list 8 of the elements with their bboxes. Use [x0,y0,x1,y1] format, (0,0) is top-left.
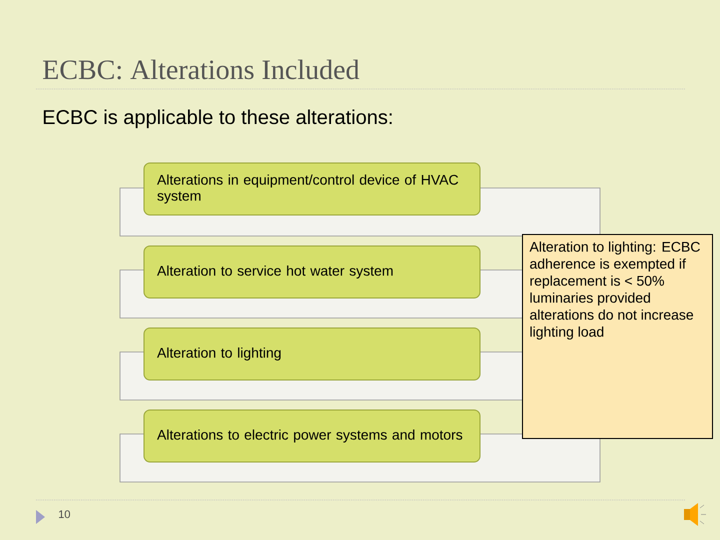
slide-title: ECBC: Alterations Included [43,60,360,80]
item-box: Alteration to service hot water system [144,246,480,298]
item-box: Alterations to electric power systems and motors [144,410,480,462]
page-number: 10 [59,510,70,518]
subtitle: ECBC is applicable to these alterations: [44,110,392,128]
item-box: Alterations in equipment/control device of HVAC system [144,162,480,216]
note-box: Alteration to lighting: ECBC adherence is exempted if replacement is < 50% luminaries provided alterations do not increase lighting load [522,234,713,439]
item-box: Alteration to lighting [144,328,480,380]
